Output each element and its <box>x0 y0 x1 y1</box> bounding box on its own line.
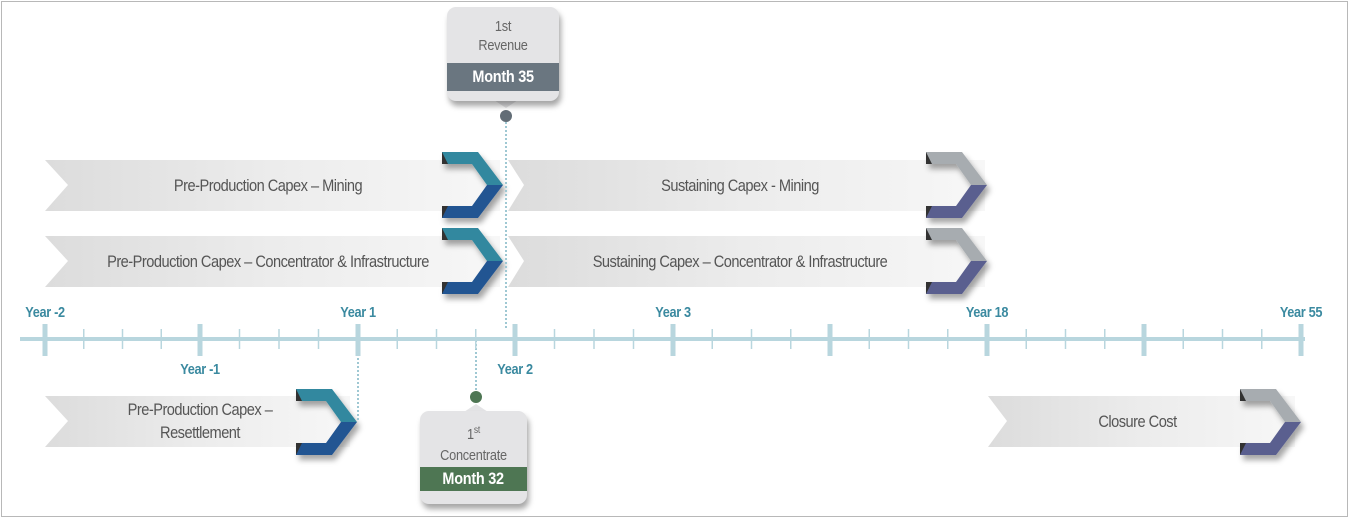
banner-preprod-mining-shape <box>45 160 500 211</box>
concentrate-callout-line2: Concentrate <box>440 447 507 464</box>
banner-closure: Closure Cost <box>1098 412 1177 431</box>
banner-preprod-concentrator: Pre-Production Capex – Concentrator & In… <box>107 252 429 271</box>
concentrate-callout-pointer <box>464 404 488 412</box>
revenue-month: Month 35 <box>472 67 534 86</box>
revenue-callout-line2: Revenue <box>478 37 528 54</box>
axis-label-year-3: Year 3 <box>655 304 691 321</box>
banner-resettlement-shape <box>45 396 350 447</box>
chevron-arrow-icon <box>926 152 987 218</box>
concentrate-callout-line1: 1st <box>428 411 519 446</box>
chevron-arrow-icon <box>442 228 503 294</box>
banner-preprod-concentrator-shape <box>45 236 500 287</box>
revenue-callout-line1: 1st <box>494 18 512 35</box>
banner-preprod-mining: Pre-Production Capex – Mining <box>173 176 363 195</box>
chevron-arrow-icon <box>926 228 987 294</box>
banner-sustaining-mining: Sustaining Capex - Mining <box>661 176 819 195</box>
concentrate-dot <box>470 391 482 403</box>
concentrate-month-badge: Month 32 <box>420 467 527 491</box>
revenue-month-badge: Month 35 <box>447 63 559 91</box>
chevron-arrow-icon <box>1240 389 1301 455</box>
banner-sustaining-concentrator: Sustaining Capex – Concentrator & Infras… <box>592 252 888 271</box>
banner-sustaining-concentrator-shape <box>508 236 985 287</box>
axis-label-year-18: Year 18 <box>965 304 1009 321</box>
revenue-callout-pointer <box>494 100 518 108</box>
revenue-dot <box>500 110 512 122</box>
banner-resettlement-line2: Resettlement <box>160 423 240 442</box>
axis-label-year-55: Year 55 <box>1279 304 1323 321</box>
banner-resettlement-line1: Pre-Production Capex – <box>127 400 273 419</box>
concentrate-month: Month 32 <box>442 469 505 488</box>
concentrate-ordinal-num: 1 <box>467 426 474 443</box>
axis-label-year-minus2: Year -2 <box>25 304 65 321</box>
axis-label-year-minus1: Year -1 <box>180 361 220 378</box>
chevron-arrow-icon <box>296 389 357 455</box>
concentrate-callout: 1st Concentrate Month 32 <box>420 411 527 504</box>
concentrate-ordinal-sup: st <box>473 425 480 436</box>
banner-closure-shape <box>988 396 1295 447</box>
chevron-arrow-icon <box>442 152 503 218</box>
axis-label-year-2: Year 2 <box>497 361 533 378</box>
axis-label-year-1: Year 1 <box>340 304 376 321</box>
revenue-callout: 1st Revenue Month 35 <box>447 7 559 101</box>
banner-sustaining-mining-shape <box>508 160 985 211</box>
banner-resettlement: Pre-Production Capex – Resettlement <box>88 398 312 444</box>
